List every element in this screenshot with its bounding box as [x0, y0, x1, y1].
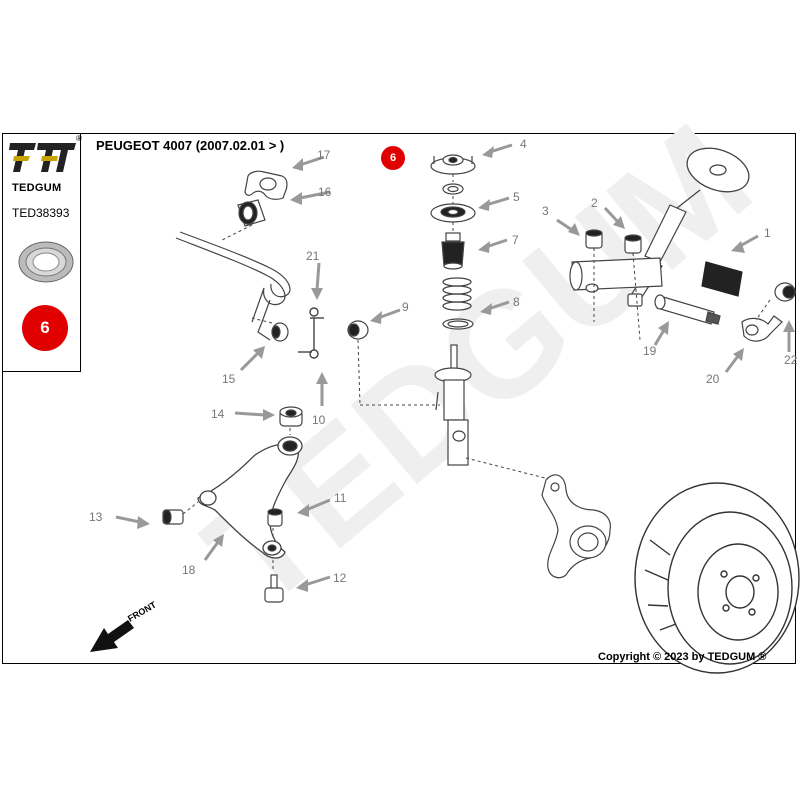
- shock-absorber: [434, 344, 472, 466]
- callout-16: 15: [222, 372, 236, 386]
- callout-10: 9: [402, 300, 409, 314]
- link-bushing-10: [347, 320, 369, 340]
- stabilizer-bushing: [237, 199, 266, 227]
- callout-18: 17: [317, 148, 331, 162]
- callout-9: 8: [513, 295, 520, 309]
- callout-4: 3: [542, 204, 549, 218]
- callout-2: 1: [764, 226, 771, 240]
- steering-boot: [701, 261, 743, 297]
- dashed-connectors: [182, 174, 771, 572]
- spring-seat: [442, 318, 474, 330]
- callout-5: 4: [520, 137, 527, 151]
- callout-14: 13: [89, 510, 103, 524]
- callout-19: 18: [182, 563, 196, 577]
- highlighted-callout-badge: 6: [381, 146, 405, 170]
- part-code: TED38393: [12, 206, 70, 220]
- stabilizer-link: [298, 307, 324, 359]
- page-title: PEUGEOT 4007 (2007.02.01 > ): [96, 138, 285, 153]
- callout-3: 2: [591, 196, 598, 210]
- front-label: FRONT: [126, 599, 158, 623]
- bump-stop: [441, 232, 465, 270]
- callout-arrows: [115, 143, 795, 592]
- stabilizer-bracket: [244, 170, 288, 200]
- copyright-notice: Copyright © 2023 by TEDGUM ®: [598, 651, 767, 663]
- front-arrow: FRONT: [90, 599, 158, 652]
- steering-wheel: [671, 147, 750, 213]
- callout-11: 10: [312, 413, 326, 427]
- washer-thumbnail: [18, 241, 74, 283]
- tie-rod-dust-boot: [774, 282, 796, 302]
- tie-rod: [654, 294, 721, 325]
- callout-17: 16: [318, 185, 332, 199]
- registered-mark: ®: [76, 134, 82, 143]
- strut-top-mount: [430, 154, 476, 175]
- arm-bushing-15: [279, 406, 303, 427]
- sidebar-part-number-badge: 6: [22, 305, 68, 351]
- link-bushing: [271, 322, 289, 342]
- tie-rod-end: [741, 315, 783, 342]
- callout-12: 11: [334, 491, 347, 505]
- wheel-tire: [634, 482, 800, 674]
- callout-labels: 4 5 7 8 9 10 11 12 13 14 15 16 17 18 19 …: [89, 137, 798, 585]
- tedgum-logo: [9, 143, 76, 172]
- ball-joint: [264, 574, 284, 603]
- rack-bushing-3: [624, 234, 642, 254]
- strut-bearing: [430, 203, 476, 223]
- sidebar-panel: [2, 133, 81, 372]
- callout-13: 12: [333, 571, 347, 585]
- brand-name: TEDGUM: [12, 182, 62, 194]
- stabilizer-bar: [175, 231, 291, 341]
- steering-knuckle: [541, 474, 611, 579]
- callout-20: 19: [643, 344, 657, 358]
- rack-bushing-4: [585, 229, 603, 249]
- callout-15: 14: [211, 407, 225, 421]
- washer-part-6: [442, 183, 464, 195]
- callout-1: 22: [784, 353, 798, 367]
- callout-22: 21: [306, 249, 320, 263]
- callout-21: 20: [706, 372, 720, 386]
- coil-spring: [442, 277, 472, 311]
- callout-7: 5: [513, 190, 520, 204]
- arm-bushing-14: [162, 509, 184, 525]
- callout-8: 7: [512, 233, 519, 247]
- arm-bushing-12: [267, 508, 283, 527]
